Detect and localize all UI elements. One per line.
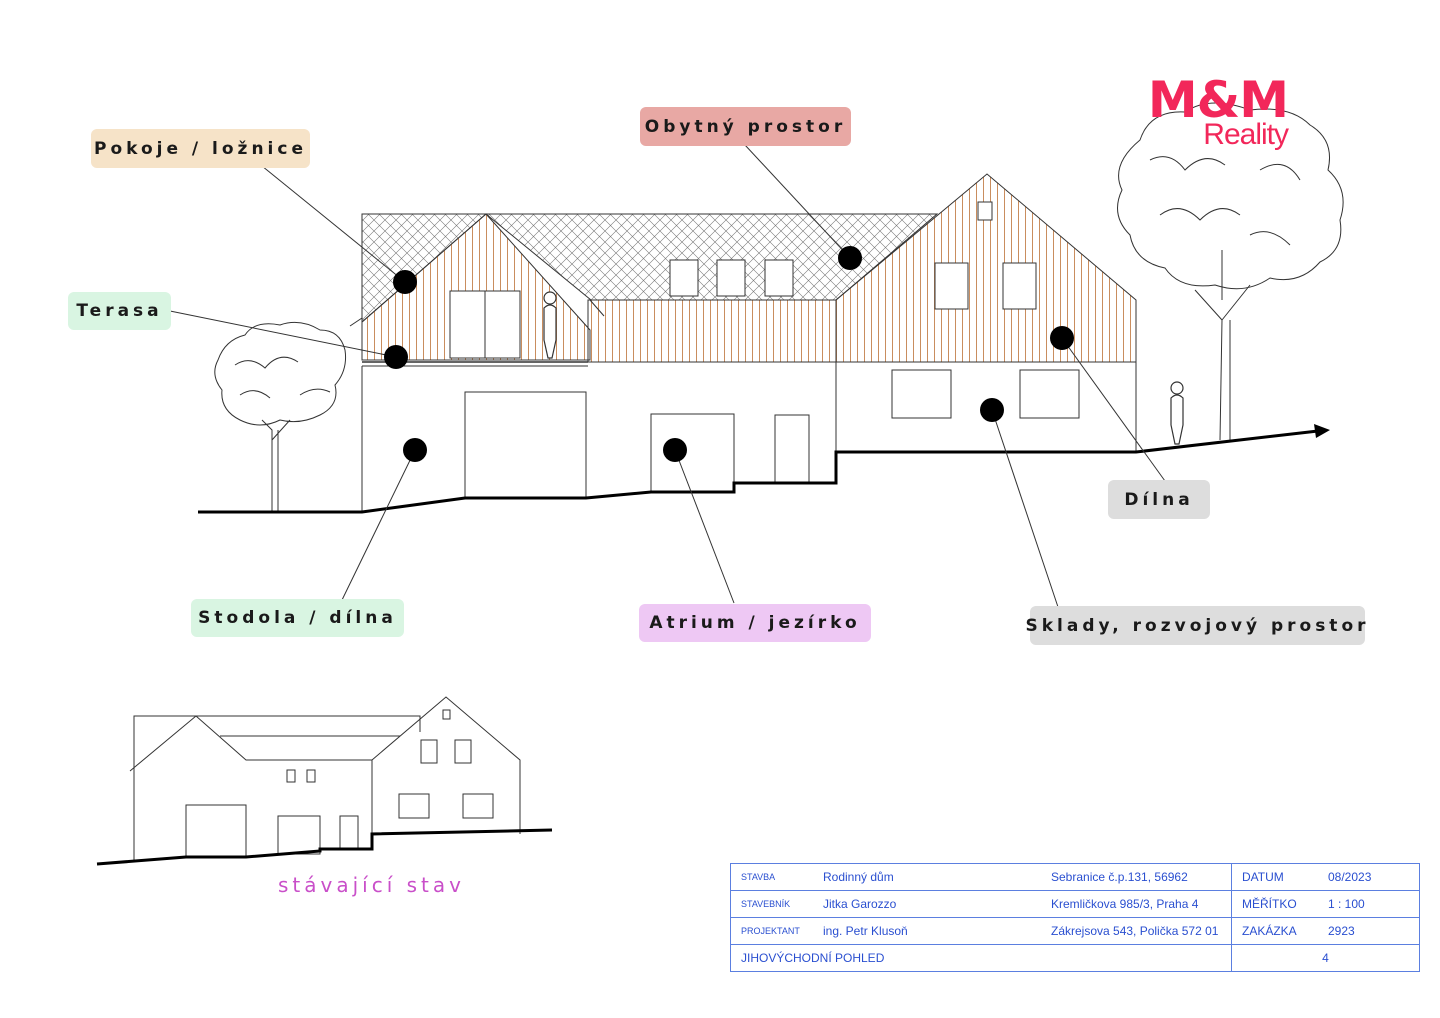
label-atrium: Atrium / jezírko [639,604,871,642]
row-label: STAVBA [730,863,813,891]
row-value: 2923 [1318,917,1420,945]
title-row: JIHOVÝCHODNÍ POHLED 4 [730,944,1420,972]
mm-reality-logo: M&M Reality [1128,71,1289,151]
label-terasa: Terasa [68,292,171,330]
marker-sklady [980,398,1004,422]
row-address: Zákrejsova 543, Polička 572 01 [1041,917,1232,945]
lower-walls [361,362,1137,512]
marker-atrium [663,438,687,462]
row-address: Kremličkova 985/3, Praha 4 [1041,890,1232,918]
left-tree [214,321,346,512]
marker-dots [384,246,1074,462]
row-value: 08/2023 [1318,863,1420,891]
marker-obytny [838,246,862,270]
title-row: STAVEBNÍK Jitka Garozzo Kremličkova 985/… [730,890,1420,918]
row-key: ZAKÁZKA [1231,917,1318,945]
sheet-number: 4 [1231,944,1420,972]
label-pokoje: Pokoje / ložnice [91,129,310,168]
row-name: Jitka Garozzo [813,890,1041,918]
marker-dilna [1050,326,1074,350]
title-row: STAVBA Rodinný dům Sebranice č.p.131, 56… [730,863,1420,891]
right-gable-wood [835,173,1137,363]
marker-stodola [403,438,427,462]
ground-line [198,424,1330,514]
upper-windows [449,201,1037,359]
title-row: PROJEKTANT ing. Petr Klusoň Zákrejsova 5… [730,917,1420,945]
view-name: JIHOVÝCHODNÍ POHLED [730,944,1232,972]
middle-wood-wall [587,299,837,363]
row-key: MĚŘÍTKO [1231,890,1318,918]
row-address: Sebranice č.p.131, 56962 [1041,863,1232,891]
existing-state-sketch [96,696,553,866]
row-name: ing. Petr Klusoň [813,917,1041,945]
row-name: Rodinný dům [813,863,1041,891]
marker-terasa [384,345,408,369]
person-figure [543,291,1184,445]
row-key: DATUM [1231,863,1318,891]
right-tree [1117,102,1344,441]
marker-pokoje [393,270,417,294]
title-block: STAVBA Rodinný dům Sebranice č.p.131, 56… [730,863,1420,972]
label-dilna: Dílna [1108,480,1210,519]
label-obytny: Obytný prostor [640,107,851,146]
label-stodola: Stodola / dílna [191,599,404,637]
logo-brand: M&M [1147,71,1289,129]
left-gable-wood [361,213,591,361]
row-value: 1 : 100 [1318,890,1420,918]
existing-state-caption: stávající stav [278,873,465,897]
leader-lines [169,144,1166,608]
row-label: PROJEKTANT [730,917,813,945]
logo-sub: Reality [1203,118,1289,151]
label-sklady: Sklady, rozvojový prostor [1026,606,1366,645]
row-label: STAVEBNÍK [730,890,813,918]
